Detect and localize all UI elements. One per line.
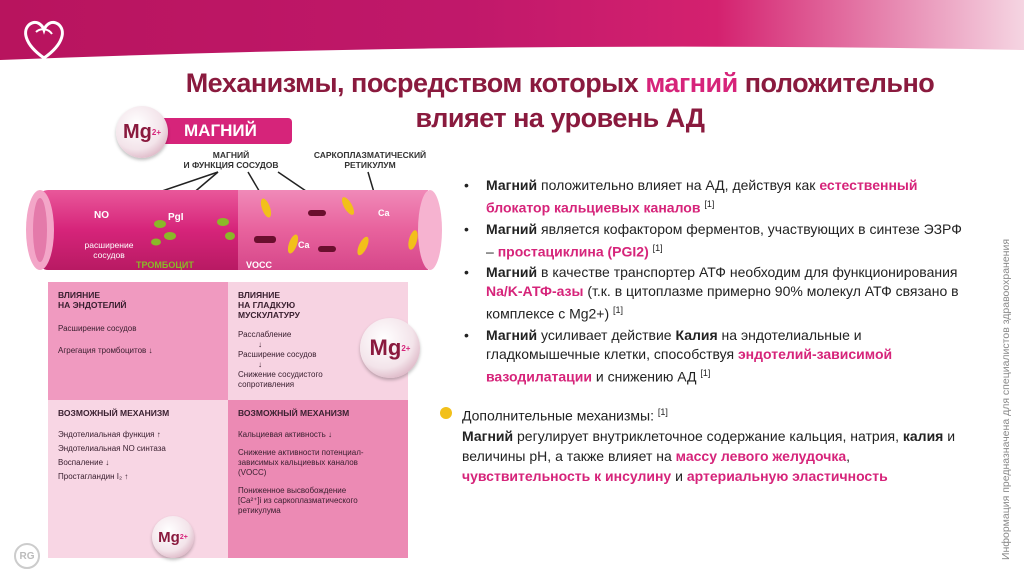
rg-logo-icon: RG [14,543,40,569]
cell4-heading: ВОЗМОЖНЫЙ МЕХАНИЗМ [238,408,368,418]
bullet-item-3: • Магний в качестве транспортер АТФ необ… [460,263,970,324]
thrombocyte-label: ТРОМБОЦИТ [136,260,194,270]
extra-text-4: и [671,468,687,484]
magnesium-label: МАГНИЙ [160,118,292,144]
mg-charge-3: 2+ [180,534,188,541]
bullet-4-text: усиливает действие [537,327,675,343]
extra-bold-1: Магний [462,428,513,444]
heart-logo-icon [18,12,70,64]
extra-heading: Дополнительные механизмы: [462,408,658,424]
bullet-item-1: • Магний положительно влияет на АД, дейс… [460,176,970,218]
grid-cell-mechanism-2: ВОЗМОЖНЫЙ МЕХАНИЗМ Кальциевая активность… [228,400,378,524]
bullet-2-ref: [1] [653,243,663,253]
vocc-label: VOCC [246,260,272,270]
cell3-line-2: Эндотелиальная NO синтаза [58,444,218,454]
bullet-item-2: • Магний является кофактором ферментов, … [460,220,970,262]
cell1-heading: ВЛИЯНИЕ НА ЭНДОТЕЛИЙ [58,290,218,310]
bullet-3-highlight: Na/K-АТФ-азы [486,283,583,299]
cell1-line-2: Агрегация тромбоцитов ↓ [58,346,218,356]
bullet-item-4: • Магний усиливает действие Калия на энд… [460,326,970,387]
ca-label-1: Ca [298,240,310,250]
title-part1: Механизмы, посредством которых [186,68,646,98]
cell2-line-5: Снижение сосудистого сопротивления [238,370,358,390]
grid-cell-smooth-muscle: ВЛИЯНИЕ НА ГЛАДКУЮ МУСКУЛАТУРУ Расслабле… [228,282,368,398]
mechanism-bullet-list: • Магний положительно влияет на АД, дейс… [460,176,970,389]
bullet-2-bold: Магний [486,221,537,237]
vessel-dilation-label: расширение сосудов [74,240,144,260]
cell4-line-1: Кальциевая активность ↓ [238,430,368,440]
mg-symbol-3: Mg [158,529,180,546]
bullet-dot: • [464,220,469,239]
bullet-4-ref: [1] [700,368,710,378]
cell3-line-1: Эндотелиальная функция ↑ [58,430,218,440]
effects-grid: ВЛИЯНИЕ НА ЭНДОТЕЛИЙ Расширение сосудов … [48,282,408,558]
vessel-pgi-label: PgI [168,212,184,223]
blood-vessel-illustration [18,184,442,276]
mg-symbol: Mg [123,121,152,144]
grid-cell-mechanism-1: ВОЗМОЖНЫЙ МЕХАНИЗМ Эндотелиальная функци… [48,400,228,490]
mg-symbol-2: Mg [370,335,402,361]
cell3-line-3: Воспаление ↓ [58,458,218,468]
cell3-heading: ВОЗМОЖНЫЙ МЕХАНИЗМ [58,408,218,418]
cell2-line-1: Расслабление [238,330,358,340]
ca-label-2: Ca [378,208,390,218]
extra-highlight-1: массу левого желудочка [676,448,846,464]
extra-ref: [1] [658,407,668,417]
bullet-1-bold: Магний [486,177,537,193]
extra-text-3: , [846,448,850,464]
disclaimer-vertical: Информация предназначена для специалисто… [1000,140,1012,560]
cell2-line-2: ↓ [238,340,358,350]
bullet-dot: • [464,176,469,195]
cell4-line-2: Снижение активности потенциал-зависимых … [238,448,368,478]
bullet-3-ref: [1] [613,305,623,315]
extra-highlight-3: артериальную эластичность [687,468,888,484]
cell2-heading: ВЛИЯНИЕ НА ГЛАДКУЮ МУСКУЛАТУРУ [238,290,358,320]
mg-charge: 2+ [152,128,161,137]
bullet-1-ref: [1] [704,199,714,209]
cell2-line-3: Расширение сосудов [238,350,358,360]
title-highlight: магний [645,68,737,98]
mg-charge-2: 2+ [401,344,410,353]
bullet-4-bold: Магний [486,327,537,343]
bullet-dot: • [464,263,469,282]
extra-bold-2: калия [903,428,943,444]
cell4-line-3: Пониженное высвобождение [Ca²⁺]i из сарк… [238,486,368,516]
additional-mechanisms: Дополнительные механизмы: [1] Магний рег… [440,402,970,486]
yellow-bullet-icon [440,407,452,419]
bullet-1-text: положительно влияет на АД, действуя как [537,177,819,193]
additional-mechanisms-text: Дополнительные механизмы: [1] Магний рег… [440,402,970,486]
cell1-line-1: Расширение сосудов [58,324,218,334]
grid-cell-endothelium: ВЛИЯНИЕ НА ЭНДОТЕЛИЙ Расширение сосудов … [48,282,228,364]
bullet-3-text: в качестве транспортер АТФ необходим для… [537,264,957,280]
vessel-no-label: NO [94,210,109,221]
bullet-4-text-2: и снижению АД [592,369,700,385]
bullet-3-bold: Магний [486,264,537,280]
cell2-line-4: ↓ [238,360,358,370]
bullet-4-bold-2: Калия [675,327,717,343]
bullet-dot: • [464,326,469,345]
extra-highlight-2: чувствительность к инсулину [462,468,671,484]
cell3-line-4: Простагландин I₂ ↑ [58,472,218,482]
extra-text-1: регулирует внутриклеточное содержание ка… [513,428,903,444]
bullet-2-highlight: простациклина (PGI2) [498,243,649,259]
